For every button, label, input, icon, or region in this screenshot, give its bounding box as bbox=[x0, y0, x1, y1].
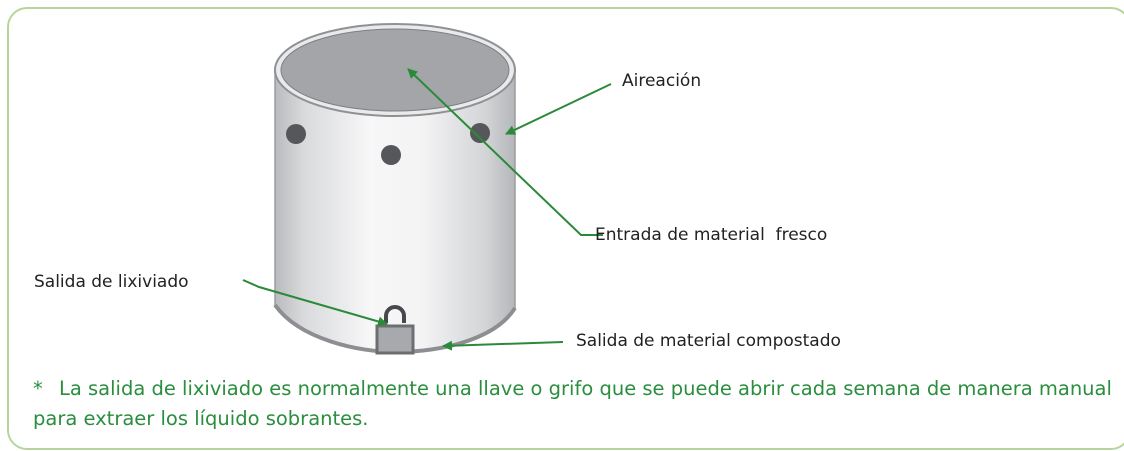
footnote-marker: * bbox=[33, 377, 43, 400]
fresh-material-arrow bbox=[407, 68, 603, 236]
composted-material-label: Salida de material compostado bbox=[576, 331, 841, 351]
outlet-door bbox=[375, 324, 415, 355]
compost-tank bbox=[273, 23, 517, 355]
aeration-hole bbox=[286, 124, 306, 144]
composted-material-arrow bbox=[442, 340, 564, 351]
aeration-hole bbox=[381, 145, 401, 165]
footnote-text: La salida de lixiviado es normalmente un… bbox=[33, 377, 1112, 430]
diagram-frame bbox=[7, 7, 1124, 450]
aeration-label: Aireación bbox=[622, 71, 701, 91]
aeration-arrow bbox=[505, 83, 612, 135]
leachate-label: Salida de lixiviado bbox=[34, 272, 189, 292]
footnote: *La salida de lixiviado es normalmente u… bbox=[33, 374, 1113, 434]
arrows bbox=[242, 68, 612, 351]
aeration-hole bbox=[470, 123, 490, 143]
tank-top-opening bbox=[280, 28, 510, 112]
leachate-tap bbox=[384, 305, 406, 323]
leachate-arrow bbox=[242, 279, 388, 327]
fresh-material-label: Entrada de material fresco bbox=[595, 225, 827, 245]
